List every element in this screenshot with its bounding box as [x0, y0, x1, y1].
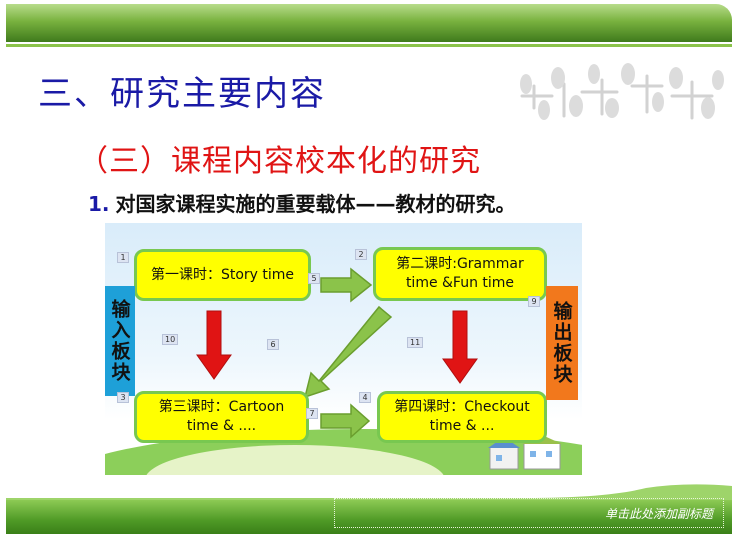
footer-bar [6, 500, 732, 534]
input-block: 输入板块 [105, 286, 135, 396]
page-title: 三、研究主要内容 [38, 74, 326, 114]
animation-tag: 9 [528, 296, 540, 307]
bullet-text: 对国家课程实施的重要载体——教材的研究。 [115, 192, 516, 216]
flow-arrows [196, 267, 478, 439]
arrow-diagonal [303, 305, 393, 399]
bullet-number: 1. [88, 192, 110, 216]
lesson-1-box: 第一课时：Story time [134, 249, 311, 301]
animation-tag: 1 [117, 252, 129, 263]
arrow-down-left [196, 310, 232, 380]
header-bar [6, 4, 732, 42]
output-block: 输出板块 [546, 286, 578, 400]
animation-tag: 6 [267, 339, 279, 350]
animation-tag: 11 [407, 337, 424, 348]
arrow-right-top [320, 267, 373, 303]
animation-tag: 7 [306, 408, 318, 419]
animation-tag: 5 [308, 273, 320, 284]
arrow-right-bottom [320, 403, 371, 439]
lesson-3-box: 第三课时：Cartoon time & .... [134, 391, 309, 443]
header-rule [6, 44, 732, 47]
animation-tag: 2 [355, 249, 367, 260]
vine-decoration [520, 63, 724, 120]
animation-tag: 4 [359, 392, 371, 403]
footer-swoosh [6, 484, 732, 504]
section-heading: （三）课程内容校本化的研究 [78, 144, 481, 179]
house-decoration [488, 435, 562, 470]
arrow-down-right [442, 310, 478, 384]
lesson-4-box: 第四课时：Checkout time & ... [377, 391, 547, 443]
lesson-flow-diagram: 第一课时：Story time 第二课时:Grammar time &Fun t… [105, 223, 582, 475]
lesson-2-box: 第二课时:Grammar time &Fun time [373, 247, 547, 301]
animation-tag: 3 [117, 392, 129, 403]
animation-tag: 10 [162, 334, 179, 345]
subtitle-placeholder[interactable]: 单击此处添加副标题 [334, 498, 724, 528]
bullet-point: 1.对国家课程实施的重要载体——教材的研究。 [88, 188, 516, 217]
